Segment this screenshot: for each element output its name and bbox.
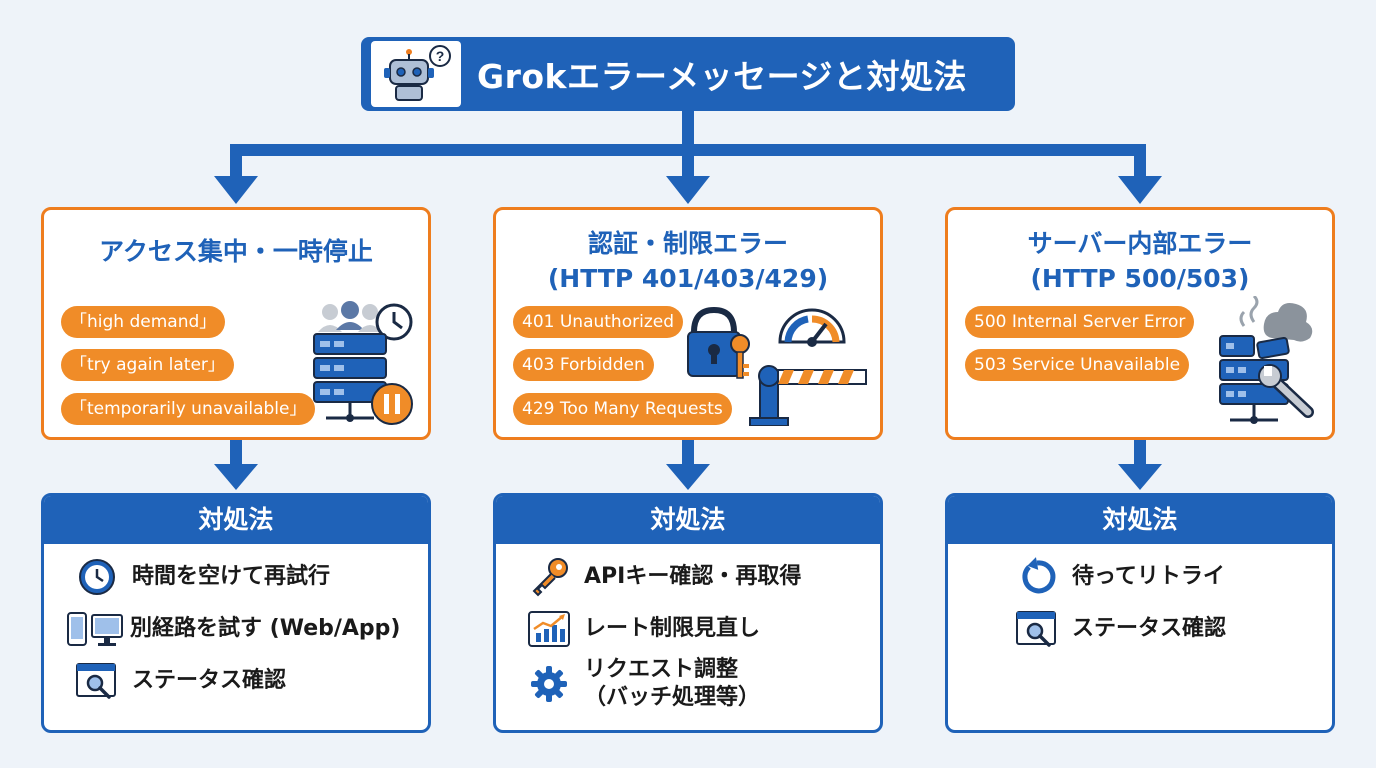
solution-item: ステータス確認 [74, 658, 286, 704]
error-title-line1: 認証・制限エラー [587, 229, 788, 258]
arrow-head-right [1118, 176, 1162, 204]
svg-text:?: ? [436, 48, 445, 64]
solution-heading: 対処法 [496, 496, 880, 544]
solution-item: リクエスト調整 （バッチ処理等） [526, 656, 760, 712]
solution-text: ステータス確認 [1072, 616, 1227, 641]
error-message-pill: 「try again later」 [61, 349, 234, 381]
solution-item: 待ってリトライ [1014, 554, 1225, 600]
solution-heading: 対処法 [44, 496, 428, 544]
error-title-line1: サーバー内部エラー [1027, 229, 1253, 258]
devices-icon [66, 606, 124, 652]
status-search-icon [74, 658, 120, 704]
error-message-pill: 「temporarily unavailable」 [61, 393, 316, 425]
error-message-pill: 401 Unauthorized [513, 306, 683, 338]
error-title-line2: (HTTP 401/403/429) [547, 264, 829, 293]
solution-card-server: 対処法 待ってリトライ ステータス確認 [945, 493, 1335, 733]
clock-icon [74, 554, 120, 600]
arrow-head-left [214, 176, 258, 204]
solution-text: レート制限見直し [584, 616, 761, 641]
solution-item: レート制限見直し [526, 606, 760, 652]
page-title: Grokエラーメッセージと対処法 [477, 57, 967, 96]
server-users-clock-pause-icon [306, 300, 418, 432]
error-title: 認証・制限エラー (HTTP 401/403/429) [496, 226, 880, 296]
error-message-pill: 500 Internal Server Error [965, 306, 1195, 338]
solution-text: APIキー確認・再取得 [584, 564, 802, 589]
error-card-auth: 認証・制限エラー (HTTP 401/403/429) 401 Unauthor… [493, 207, 883, 440]
solution-text-line2: （バッチ処理等） [584, 685, 761, 710]
arrow-head-center [666, 176, 710, 204]
broken-server-wrench-icon [1214, 294, 1324, 434]
solution-text: 別経路を試す (Web/App) [130, 616, 401, 641]
solution-text: 時間を空けて再試行 [132, 564, 331, 589]
solution-item: 別経路を試す (Web/App) [66, 606, 400, 652]
error-message-pill: 503 Service Unavailable [965, 349, 1190, 381]
arrow-head-left-down [214, 464, 258, 490]
solution-text: 待ってリトライ [1072, 564, 1225, 589]
solution-item: APIキー確認・再取得 [526, 554, 801, 600]
error-card-access: アクセス集中・一時停止 「high demand」 「try again lat… [41, 207, 431, 440]
title-banner: ? Grokエラーメッセージと対処法 [361, 37, 1015, 111]
error-title: アクセス集中・一時停止 [44, 234, 428, 269]
lock-key-gauge-barrier-icon [684, 302, 870, 430]
arrow-head-center-down [666, 464, 710, 490]
retry-icon [1014, 554, 1060, 600]
status-search-icon [1014, 606, 1060, 652]
solution-card-access: 対処法 時間を空けて再試行 別経路を試す (Web/App) ステータス確認 [41, 493, 431, 733]
solution-item: ステータス確認 [1014, 606, 1226, 652]
error-message-pill: 403 Forbidden [513, 349, 654, 381]
solution-text: ステータス確認 [132, 668, 287, 693]
solution-text-line1: リクエスト調整 [584, 657, 739, 682]
robot-question-icon: ? [371, 41, 461, 107]
error-message-pill: 「high demand」 [61, 306, 226, 338]
solution-heading: 対処法 [948, 496, 1332, 544]
error-title: サーバー内部エラー (HTTP 500/503) [948, 226, 1332, 296]
error-title-line2: (HTTP 500/503) [1030, 264, 1250, 293]
solution-item: 時間を空けて再試行 [74, 554, 330, 600]
error-message-pill: 429 Too Many Requests [513, 393, 732, 425]
error-title-line1: アクセス集中・一時停止 [99, 237, 373, 266]
rate-chart-icon [526, 606, 572, 652]
solution-text: リクエスト調整 （バッチ処理等） [584, 656, 760, 712]
gear-icon [526, 661, 572, 707]
solution-card-auth: 対処法 APIキー確認・再取得 レート制限見直し リクエスト調整 （バッチ処理等… [493, 493, 883, 733]
arrow-head-right-down [1118, 464, 1162, 490]
error-card-server: サーバー内部エラー (HTTP 500/503) 500 Internal Se… [945, 207, 1335, 440]
key-icon [526, 554, 572, 600]
